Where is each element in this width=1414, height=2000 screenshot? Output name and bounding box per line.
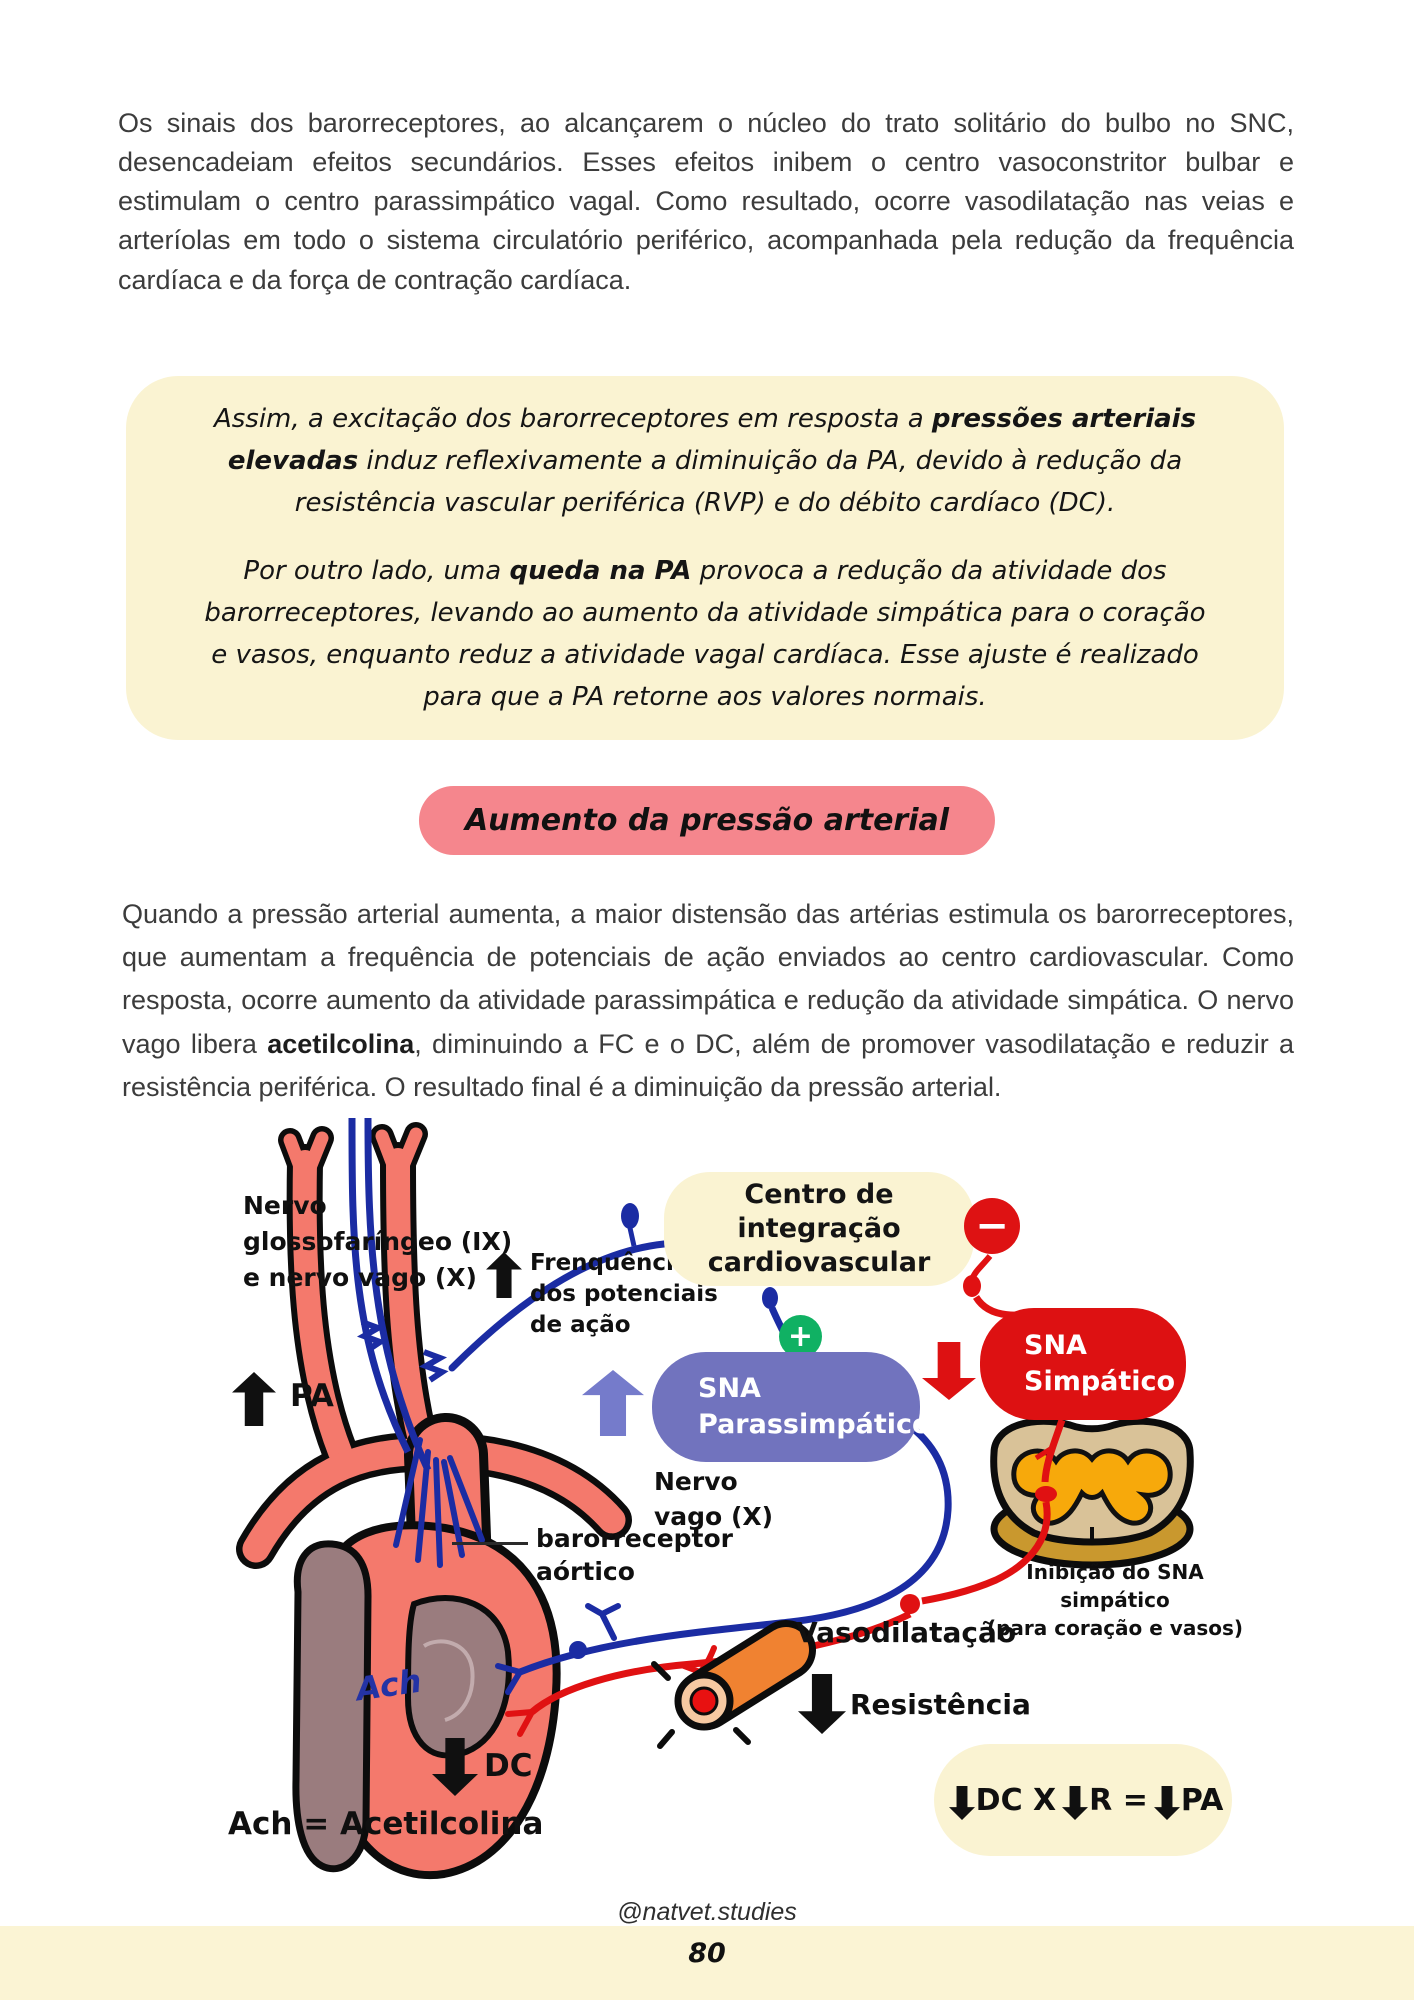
bottom-accent-strip — [0, 1926, 1414, 2000]
intro-paragraph: Os sinais dos barorreceptores, ao alcanç… — [118, 108, 1294, 295]
label-connector-line — [452, 1542, 528, 1545]
arteriole-drawing — [651, 1620, 816, 1749]
callout-paragraph-1: Assim, a excitação dos barorreceptores e… — [213, 404, 1197, 518]
pa-increase-label: PA — [290, 1378, 334, 1414]
resistance-label: Resistência — [850, 1688, 1031, 1721]
result-dc: DC X — [975, 1782, 1057, 1818]
sna-sympathetic-pill: SNA Simpático — [980, 1308, 1186, 1420]
result-equation-pill: DC X R = PA — [934, 1744, 1232, 1856]
ach-legend: Ach = Acetilcolina — [228, 1806, 544, 1842]
vasodilation-label: Vasodilatação — [796, 1616, 1017, 1649]
cardiovascular-integration-center-box: Centro de integração cardiovascular — [664, 1172, 974, 1286]
vagus-nerve-label: Nervo vago (X) — [654, 1467, 774, 1531]
sympathetic-inhibition-label: Inibição do SNA simpático (para coração … — [986, 1560, 1244, 1640]
sna-parasympathetic-pill: SNA Parassimpático — [652, 1352, 931, 1462]
result-r: R = — [1089, 1782, 1148, 1818]
minus-badge: − — [964, 1198, 1020, 1254]
callout-paragraph-2: Por outro lado, uma queda na PA provoca … — [204, 556, 1206, 712]
plus-badge: + — [779, 1315, 822, 1358]
action-potential-frequency-label: Frenquência dos potenciais de ação — [530, 1250, 718, 1338]
spinal-cord-drawing — [990, 1417, 1194, 1569]
section-title-pill: Aumento da pressão arterial — [418, 786, 996, 855]
afferent-nerve-path — [348, 1117, 668, 1568]
callout-box: Assim, a excitação dos barorreceptores e… — [126, 376, 1284, 740]
body-paragraph: Quando a pressão arterial aumenta, a mai… — [122, 899, 1294, 1102]
dc-decrease-label: DC — [484, 1748, 533, 1784]
aortic-baroreceptor-label: barorreceptor aórtico — [536, 1524, 734, 1586]
result-pa: PA — [1180, 1782, 1224, 1818]
page-number: 80 — [688, 1938, 726, 1969]
glossopharyngeal-vagus-nerve-label: Nervo glossofaríngeo (IX) e nervo vago (… — [243, 1191, 513, 1292]
social-handle: @natvet.studies — [617, 1898, 797, 1926]
